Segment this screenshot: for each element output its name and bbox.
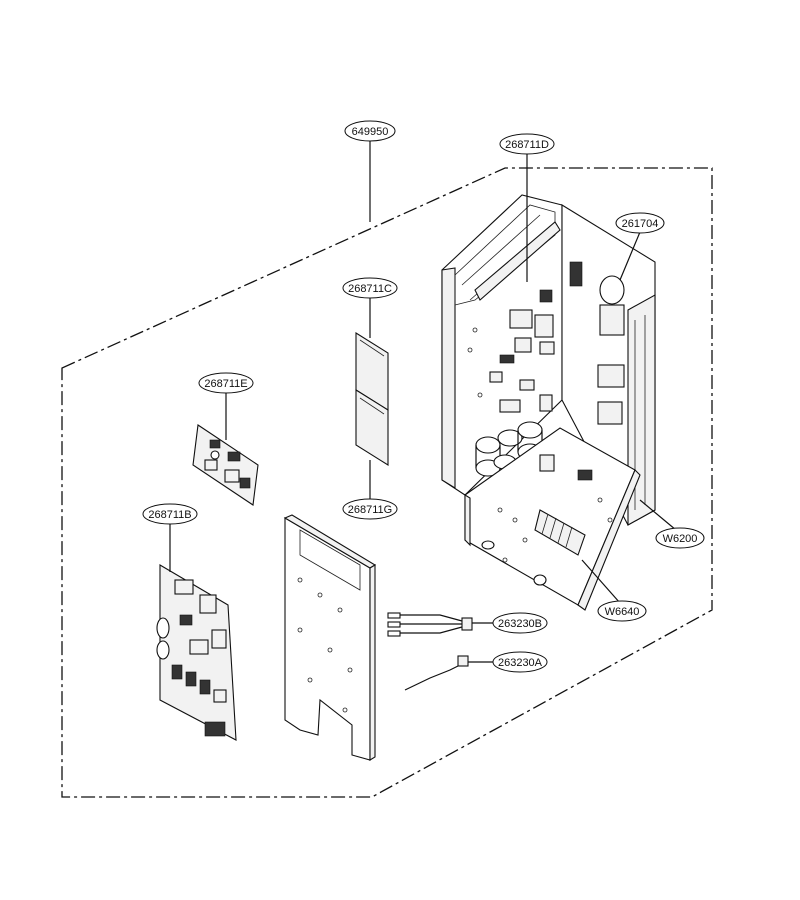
wire-harness-263230a	[404, 655, 469, 691]
callout-268711e: 268711E	[198, 372, 254, 394]
label-268711e: 268711E	[204, 378, 247, 390]
callout-263230a: 263230A	[492, 651, 548, 673]
label-w6200: W6200	[663, 533, 698, 545]
wire-harness-263230b	[387, 612, 473, 637]
mounting-plate	[283, 514, 377, 761]
callout-263230b: 263230B	[492, 612, 548, 634]
pcb-268711b	[156, 564, 237, 741]
label-268711d: 268711D	[505, 139, 549, 151]
callout-268711d: 268711D	[499, 133, 555, 155]
callout-649950: 649950	[344, 120, 396, 142]
callout-261704: 261704	[615, 212, 665, 234]
label-649950: 649950	[352, 126, 389, 138]
label-268711b: 268711B	[148, 509, 191, 521]
label-268711g: 268711G	[348, 504, 392, 516]
label-263230b: 263230B	[498, 618, 542, 630]
callout-268711g: 268711G	[342, 498, 398, 520]
assembly-boundary	[61, 167, 713, 798]
small-pcb-stack	[355, 332, 389, 466]
label-261704: 261704	[622, 218, 659, 230]
leader-lines	[169, 140, 677, 663]
control-box-assembly	[441, 194, 656, 611]
pcb-268711e	[192, 424, 259, 506]
label-263230a: 263230A	[498, 657, 543, 669]
callout-w6200: W6200	[655, 527, 705, 549]
callout-268711c: 268711C	[342, 277, 398, 299]
label-268711c: 268711C	[348, 283, 392, 295]
callout-268711b: 268711B	[142, 503, 198, 525]
label-w6640: W6640	[605, 606, 640, 618]
callout-w6640: W6640	[597, 600, 647, 622]
